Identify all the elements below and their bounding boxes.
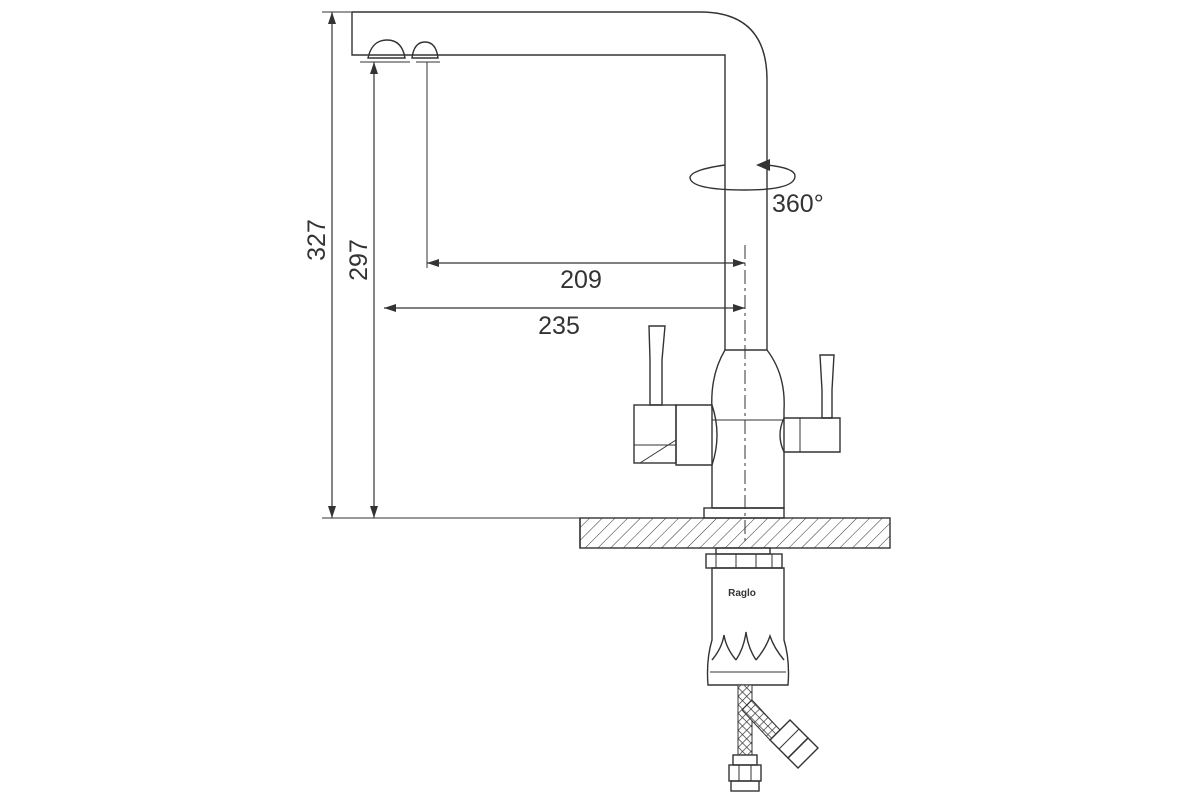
dim-label-235: 235	[538, 312, 580, 340]
reach-dimension-235	[384, 304, 745, 312]
faucet-body	[703, 349, 785, 519]
right-lever-handle	[779, 354, 841, 453]
countertop-section	[579, 517, 891, 549]
reach-dimension-209	[426, 62, 745, 268]
faucet-spout	[351, 11, 768, 350]
outlet-nozzles	[360, 39, 440, 63]
dim-label-327: 327	[303, 219, 331, 261]
rotation-arrow	[689, 159, 796, 191]
height-dimension-297	[370, 62, 378, 518]
rotation-label: 360°	[772, 190, 824, 218]
brand-logo: Raglo	[728, 588, 756, 599]
height-dimension-327	[322, 11, 580, 519]
dim-label-209: 209	[560, 266, 602, 294]
dim-label-297: 297	[345, 239, 373, 281]
supply-hoses	[728, 684, 819, 792]
mounting-base	[705, 547, 790, 686]
left-lever-handle	[633, 325, 718, 466]
